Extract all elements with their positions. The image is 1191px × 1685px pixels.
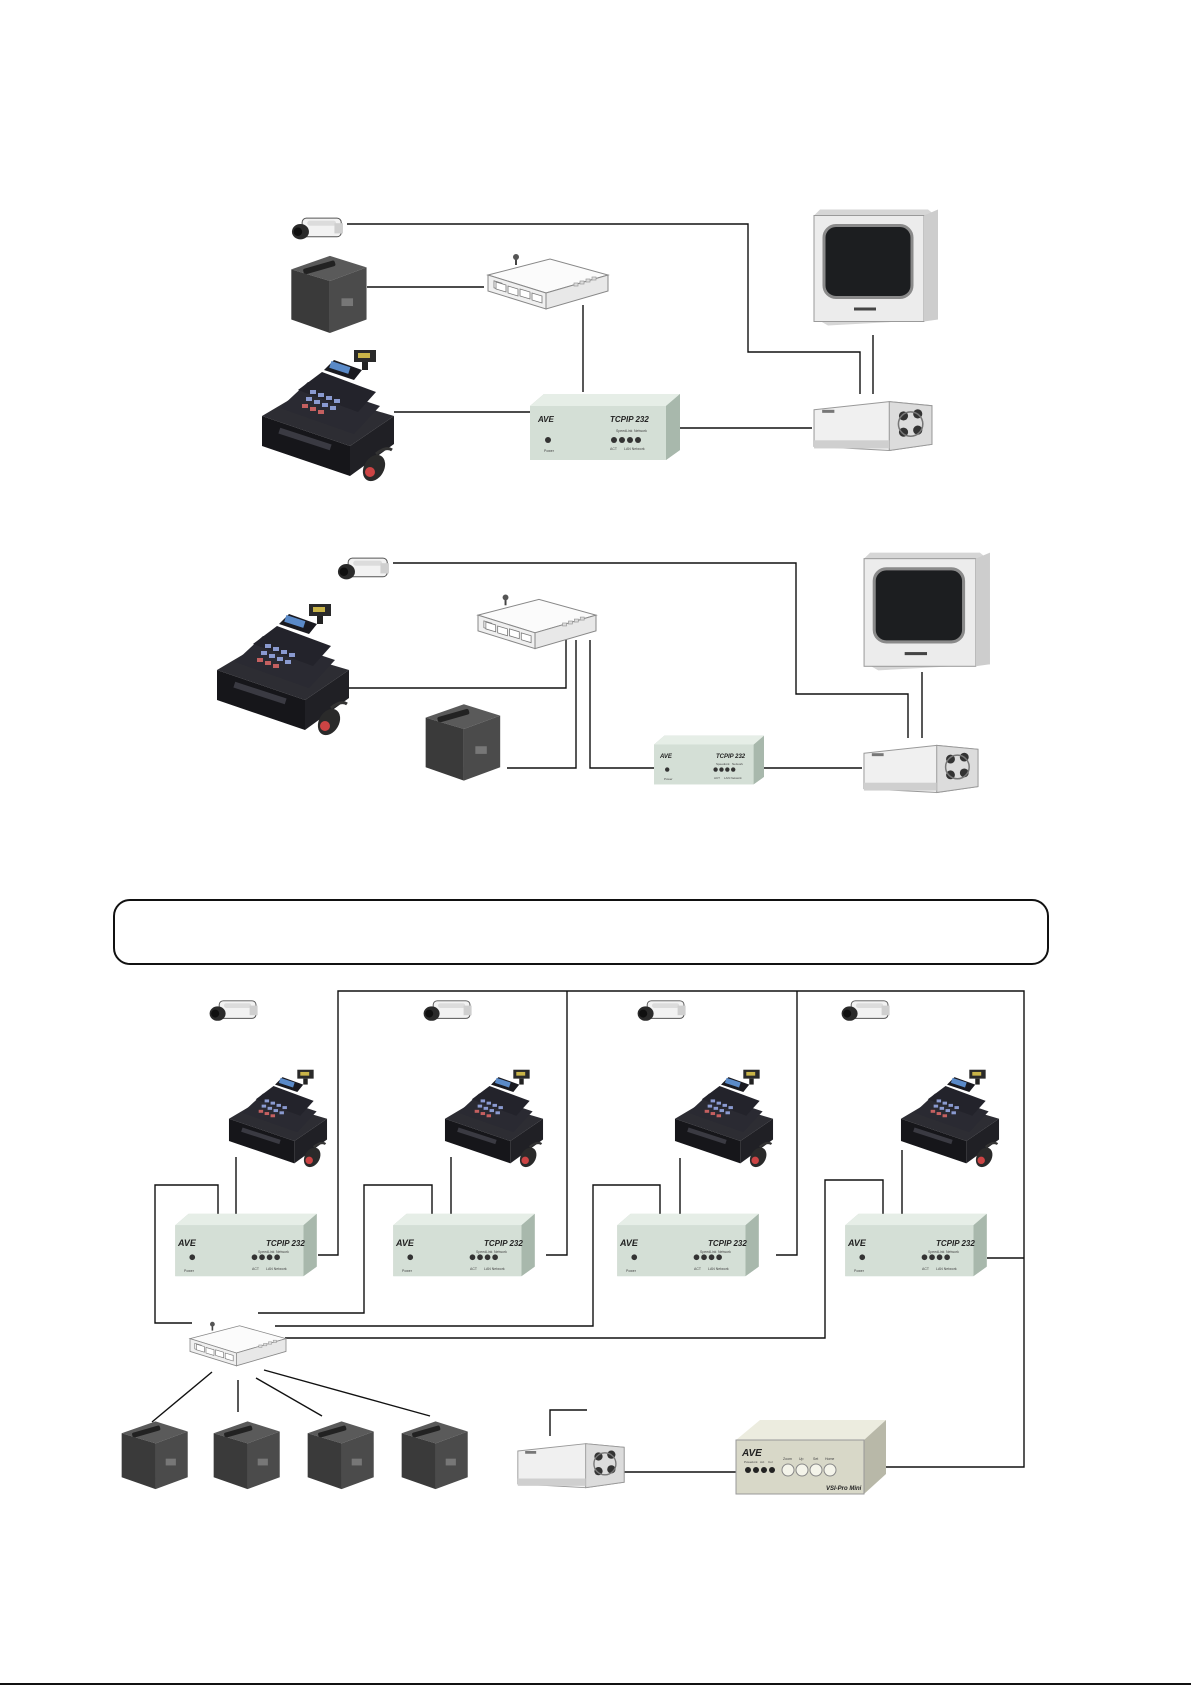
camera-icon [637,1000,687,1022]
converter-power-label: Power [184,1269,195,1273]
network-hub-icon [476,593,598,650]
converter-box: AVE TCPIP 232 Power Speed Link Network A… [530,394,680,460]
converter-network-label: Network [494,1250,507,1254]
multiplexer-up-label: Up [799,1457,804,1461]
converter-model: TCPIP 232 [610,415,649,424]
monitor-icon [862,550,992,672]
wire [347,562,923,769]
converter-speed-label: Speed [616,429,626,433]
page-bottom-rule [0,1683,1191,1685]
converter-act-label: ACT [922,1267,930,1271]
multiplexer-zoom-label: Zoom [783,1457,792,1461]
converter-link-label: Link [268,1250,275,1254]
converter-model: TCPIP 232 [484,1239,523,1248]
converter-link-label: Link [486,1250,493,1254]
converter-lan-label: LAN Network [624,447,645,451]
printer-icon [213,1421,280,1490]
converter-power-label: Power [626,1269,637,1273]
converter-act-label: ACT [252,1267,260,1271]
cash-register-icon [215,602,351,741]
wire [151,990,1025,1473]
multiplexer-act-label: Act [760,1460,765,1464]
converter-link-label: Link [710,1250,717,1254]
multiplexer-home-label: Home [825,1457,834,1461]
printer-icon [291,255,367,334]
converter-power-label: Power [544,449,555,453]
multiplexer-link-label: Link [752,1460,758,1464]
multiplexer: AVE VSI-Pro Mini Power Link Act Col Zoom… [735,1419,887,1495]
network-hub-icon [189,1320,287,1367]
converter-power-label: Power [402,1269,413,1273]
converter-network-label: Network [634,429,647,433]
converter-model: TCPIP 232 [716,754,746,760]
diagram-section-3: AVE TCPIP 232 Power Speed Link Network A… [121,990,1025,1495]
converter-box: AVE TCPIP 232 Power Speed Link Network A… [654,735,764,785]
printer-icon [121,1421,188,1490]
camera-icon [423,1000,473,1022]
multiplexer-brand: AVE [741,1448,762,1459]
converter-network-label: Network [718,1250,731,1254]
converter-act-label: ACT [714,776,720,780]
cash-register-icon [443,1068,545,1172]
converter-link-label: Link [626,429,633,433]
converter-lan-label: LAN Network [936,1267,957,1271]
dvr-icon [863,744,979,794]
converter-brand: AVE [847,1238,867,1248]
cash-register-icon [899,1068,1001,1172]
converter-network-label: Network [276,1250,289,1254]
converter-box: AVE TCPIP 232 Power Speed Link Network A… [617,1213,759,1277]
converter-speed-label: Speed [716,762,725,766]
cash-register-icon [673,1068,775,1172]
cash-register-icon [227,1068,329,1172]
converter-power-label: Power [664,777,673,781]
converter-model: TCPIP 232 [936,1239,975,1248]
cash-register-icon [260,348,396,487]
diagram-section-1: AVE TCPIP 232 Power Speed Link Network A… [260,207,940,487]
converter-brand: AVE [537,415,555,424]
dvr-icon [813,400,933,452]
converter-box: AVE TCPIP 232 Power Speed Link Network A… [175,1213,317,1277]
monitor-icon [812,207,940,328]
converter-box: AVE TCPIP 232 Power Speed Link Network A… [845,1213,987,1277]
converter-speed-label: Speed [928,1250,938,1254]
multiplexer-set-label: Set [813,1457,818,1461]
network-hub-icon [486,252,610,311]
converter-link-label: Link [724,762,730,766]
camera-icon [291,217,344,240]
diagram-section-2: AVE TCPIP 232 Power Speed Link Network A… [215,550,992,794]
camera-icon [337,557,390,580]
converter-box: AVE TCPIP 232 Power Speed Link Network A… [393,1213,535,1277]
converter-brand: AVE [619,1238,639,1248]
multiplexer-model: VSI-Pro Mini [826,1486,862,1492]
converter-lan-label: LAN Network [484,1267,505,1271]
converter-model: TCPIP 232 [266,1239,305,1248]
converter-brand: AVE [659,754,673,760]
printer-icon [307,1421,374,1490]
converter-lan-label: LAN Network [724,776,742,780]
converter-lan-label: LAN Network [708,1267,729,1271]
converter-speed-label: Speed [476,1250,486,1254]
printer-icon [425,704,501,781]
camera-icon [209,1000,259,1022]
multiplexer-power-label: Power [744,1460,753,1464]
converter-act-label: ACT [694,1267,702,1271]
converter-brand: AVE [395,1238,415,1248]
converter-network-label: Network [732,762,744,766]
camera-icon [841,1000,891,1022]
multiplexer-col-label: Col [768,1460,773,1464]
dvr-icon [517,1442,625,1489]
caption-banner [113,899,1049,965]
converter-power-label: Power [854,1269,865,1273]
converter-network-label: Network [946,1250,959,1254]
converter-speed-label: Speed [700,1250,710,1254]
printer-icon [401,1421,468,1490]
converter-speed-label: Speed [258,1250,268,1254]
converter-lan-label: LAN Network [266,1267,287,1271]
converter-model: TCPIP 232 [708,1239,747,1248]
converter-act-label: ACT [470,1267,478,1271]
converter-brand: AVE [177,1238,197,1248]
converter-link-label: Link [938,1250,945,1254]
converter-act-label: ACT [610,447,618,451]
